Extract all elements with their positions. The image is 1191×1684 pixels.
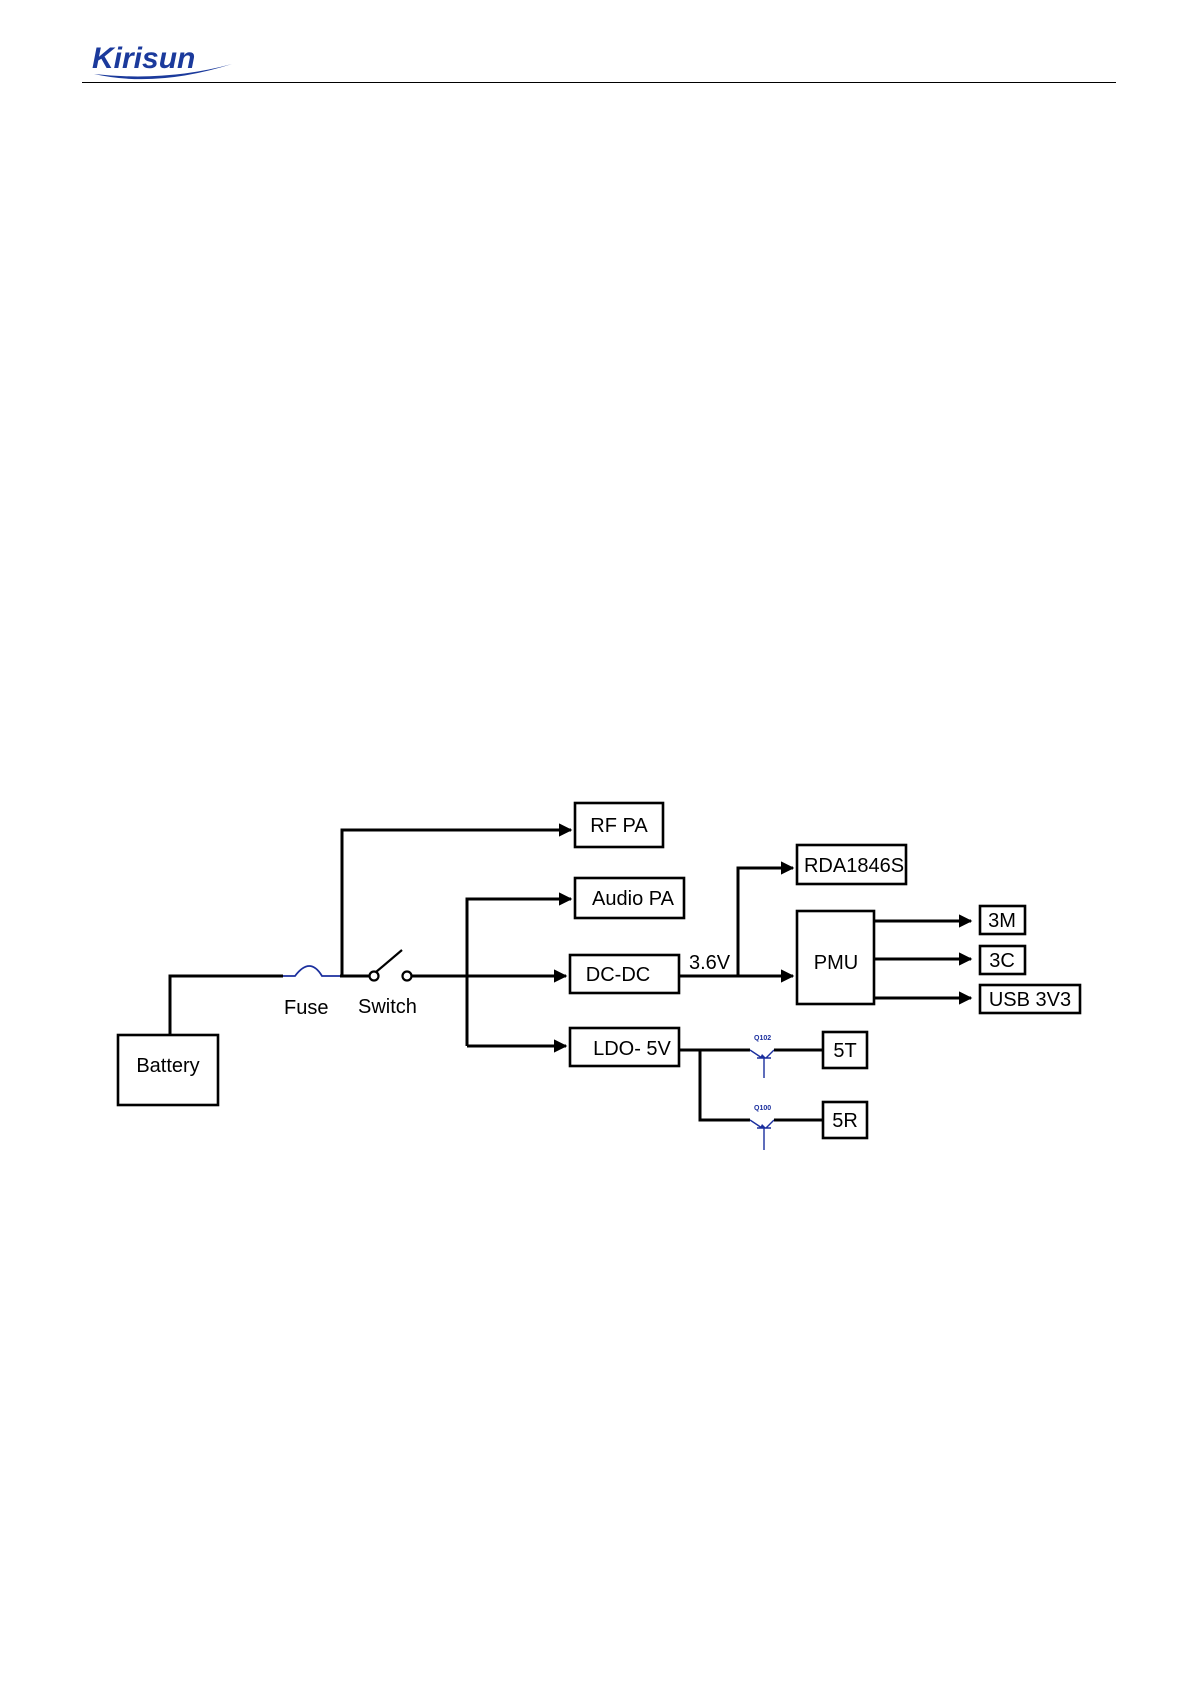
switch-lever xyxy=(376,950,402,972)
out-3c-label: 3C xyxy=(989,950,1015,972)
wire-ldo-5r-branch xyxy=(700,1050,750,1120)
switch-contact-right xyxy=(403,972,412,981)
wire-dcdc-rda xyxy=(738,868,793,976)
q102-label: Q102 xyxy=(754,1035,771,1042)
fuse-symbol xyxy=(283,966,340,976)
wire-rfpa xyxy=(342,830,571,976)
fuse-label: Fuse xyxy=(284,997,328,1019)
transistor-q102: Q102 xyxy=(750,1035,774,1078)
pmu-label: PMU xyxy=(814,952,858,974)
transistor-q100: Q100 xyxy=(750,1105,774,1150)
switch-contact-left xyxy=(370,972,379,981)
wire-bus xyxy=(467,899,571,1046)
rf-pa-label: RF PA xyxy=(590,815,648,837)
out-3m-label: 3M xyxy=(988,910,1016,932)
voltage-label: 3.6V xyxy=(689,952,731,974)
battery-label: Battery xyxy=(136,1055,199,1077)
out-5t-label: 5T xyxy=(833,1040,856,1062)
switch-label: Switch xyxy=(358,996,417,1018)
out-5r-label: 5R xyxy=(832,1110,858,1132)
q100-label: Q100 xyxy=(754,1105,771,1112)
wire-battery xyxy=(170,976,283,1035)
ldo-label: LDO- 5V xyxy=(593,1038,671,1060)
out-usb-label: USB 3V3 xyxy=(989,989,1071,1011)
dcdc-label: DC-DC xyxy=(586,964,650,986)
audio-pa-label: Audio PA xyxy=(592,888,675,910)
rda-label: RDA1846S xyxy=(804,855,904,877)
